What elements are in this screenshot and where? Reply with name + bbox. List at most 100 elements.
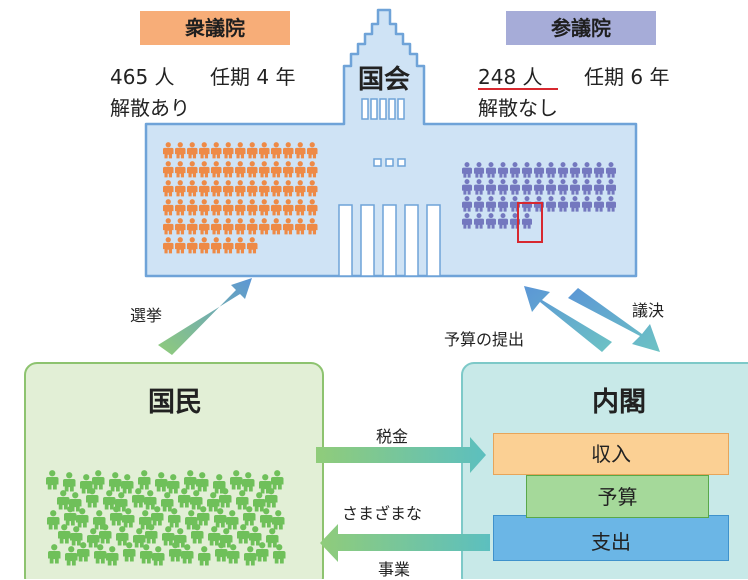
- lower-house-members: [163, 142, 318, 254]
- person-icon: [606, 162, 616, 178]
- person-icon: [184, 470, 197, 490]
- person-icon: [211, 237, 222, 254]
- upper-house-dissolution: 解散なし: [478, 96, 558, 120]
- person-icon: [175, 180, 186, 197]
- person-icon: [199, 218, 210, 235]
- person-icon: [498, 213, 508, 229]
- person-icon: [283, 199, 294, 216]
- person-icon: [207, 492, 220, 512]
- person-icon: [235, 161, 246, 178]
- person-icon: [283, 142, 294, 159]
- tax-arrow: [316, 437, 486, 473]
- person-icon: [235, 199, 246, 216]
- person-icon: [178, 488, 191, 508]
- person-icon: [144, 490, 157, 510]
- person-icon: [582, 196, 592, 212]
- person-icon: [247, 161, 258, 178]
- person-icon: [606, 196, 616, 212]
- budget-submission-label: 予算の提出: [444, 330, 525, 349]
- resolution-arrow: [568, 288, 660, 352]
- person-icon: [196, 472, 209, 492]
- person-icon: [106, 546, 119, 566]
- person-icon: [99, 524, 112, 544]
- highlighted-member-box: [517, 202, 543, 243]
- person-icon: [522, 179, 532, 195]
- person-icon: [175, 142, 186, 159]
- person-icon: [307, 142, 318, 159]
- person-icon: [226, 510, 239, 530]
- person-icon: [253, 492, 266, 512]
- person-icon: [162, 526, 175, 546]
- person-icon: [272, 510, 285, 530]
- person-icon: [70, 526, 83, 546]
- person-icon: [558, 162, 568, 178]
- person-icon: [260, 508, 273, 528]
- person-icon: [558, 179, 568, 195]
- person-icon: [594, 196, 604, 212]
- person-icon: [211, 218, 222, 235]
- building-columns: [338, 204, 441, 277]
- person-icon: [259, 142, 270, 159]
- person-icon: [175, 218, 186, 235]
- person-icon: [223, 199, 234, 216]
- person-icon: [498, 162, 508, 178]
- person-icon: [522, 196, 532, 212]
- person-icon: [211, 142, 222, 159]
- diet-title: 国会: [357, 65, 410, 95]
- person-icon: [249, 526, 262, 546]
- person-icon: [219, 488, 232, 508]
- person-icon: [187, 142, 198, 159]
- person-icon: [138, 470, 151, 490]
- person-icon: [46, 470, 59, 490]
- person-icon: [223, 161, 234, 178]
- person-icon: [187, 180, 198, 197]
- person-icon: [123, 542, 136, 562]
- person-icon: [570, 179, 580, 195]
- tower-windows: [361, 98, 406, 167]
- person-icon: [152, 546, 165, 566]
- person-icon: [214, 508, 227, 528]
- person-icon: [168, 508, 181, 528]
- person-icon: [259, 218, 270, 235]
- person-icon: [582, 162, 592, 178]
- person-icon: [167, 474, 180, 494]
- person-icon: [151, 506, 164, 526]
- person-icon: [223, 142, 234, 159]
- person-icon: [94, 544, 107, 564]
- person-icon: [244, 546, 257, 566]
- person-icon: [133, 528, 146, 548]
- citizens-title: 国民: [148, 387, 202, 418]
- person-icon: [271, 142, 282, 159]
- person-icon: [295, 142, 306, 159]
- person-icon: [307, 161, 318, 178]
- person-icon: [283, 161, 294, 178]
- person-icon: [169, 542, 182, 562]
- person-icon: [474, 213, 484, 229]
- upper-house-seats: 248 人: [478, 65, 543, 89]
- person-icon: [474, 162, 484, 178]
- person-icon: [155, 472, 168, 492]
- lower-house-dissolution: 解散あり: [110, 96, 190, 120]
- person-icon: [235, 180, 246, 197]
- person-icon: [199, 142, 210, 159]
- upper-house-badge: 参議院: [506, 11, 656, 45]
- services-label-line1: さまざまな: [342, 504, 423, 523]
- person-icon: [237, 524, 250, 544]
- person-icon: [534, 162, 544, 178]
- person-icon: [109, 472, 122, 492]
- person-icon: [175, 199, 186, 216]
- election-arrow: [158, 278, 252, 355]
- person-icon: [271, 470, 284, 490]
- person-icon: [198, 546, 211, 566]
- person-icon: [295, 199, 306, 216]
- person-icon: [181, 544, 194, 564]
- person-icon: [259, 180, 270, 197]
- person-icon: [273, 544, 286, 564]
- person-icon: [65, 546, 78, 566]
- upper-house-term: 任期 6 年: [584, 65, 670, 89]
- person-icon: [86, 488, 99, 508]
- person-icon: [163, 199, 174, 216]
- person-icon: [486, 196, 496, 212]
